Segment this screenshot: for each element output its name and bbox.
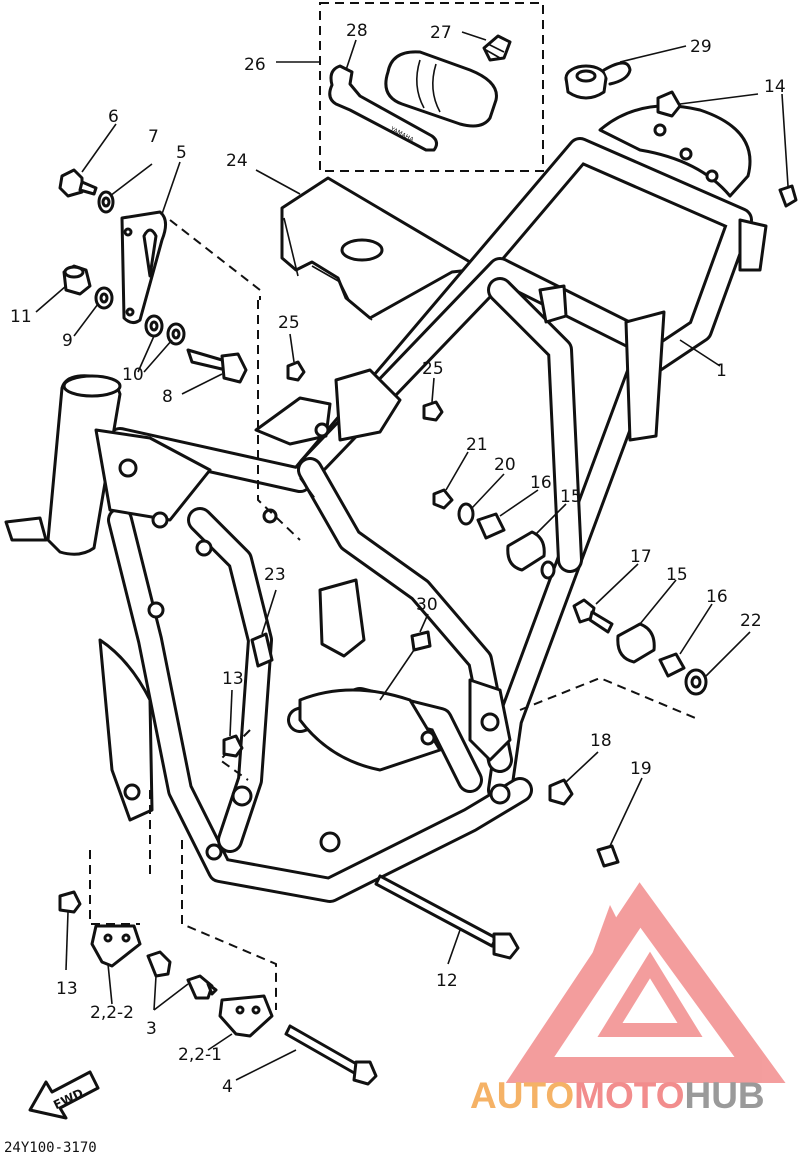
callout-25-a: 25	[278, 313, 300, 333]
watermark-moto: MOTO	[574, 1075, 684, 1116]
callout-5: 5	[176, 143, 187, 163]
svg-text:AUTOMOTOHUB: AUTOMOTOHUB	[470, 1075, 765, 1116]
callout-22: 22	[740, 611, 762, 631]
callout-15-b: 15	[666, 565, 688, 585]
callout-9: 9	[62, 331, 73, 351]
nut-14-b	[778, 184, 798, 208]
callout-24: 24	[226, 151, 248, 171]
clip-30	[410, 630, 432, 652]
callout-11: 11	[10, 307, 32, 327]
callout-16-b: 16	[706, 587, 728, 607]
cap-19	[596, 844, 620, 868]
callout-13-a: 13	[222, 669, 244, 689]
callout-29: 29	[690, 37, 712, 57]
callout-15-a: 15	[560, 487, 582, 507]
bolt-3	[186, 974, 218, 1000]
bolt-8	[186, 348, 248, 384]
bushing-15-a	[506, 530, 556, 580]
bracket-2-2-1	[218, 994, 274, 1038]
drawing-code: 24Y100-3170	[4, 1140, 97, 1156]
leader-lines	[35, 31, 789, 1081]
callout-19: 19	[630, 759, 652, 779]
callout-28: 28	[346, 21, 368, 41]
bushing-15-b	[616, 622, 656, 664]
callout-3: 3	[146, 1019, 157, 1039]
callout-14: 14	[764, 77, 786, 97]
callout-13-b: 13	[56, 979, 78, 999]
collar-16-a	[476, 512, 506, 540]
callout-2-2-1: 2,2-1	[178, 1045, 222, 1065]
callout-18: 18	[590, 731, 612, 751]
main-frame	[4, 104, 768, 903]
callout-10: 10	[122, 365, 144, 385]
callout-17: 17	[630, 547, 652, 567]
tool-kit-group-box	[319, 2, 544, 172]
callout-7: 7	[148, 127, 159, 147]
washer-9	[94, 286, 114, 310]
bolt-4	[284, 1024, 378, 1086]
bolt-2-2-2	[146, 950, 172, 978]
callout-30: 30	[416, 595, 438, 615]
bolt-27	[482, 34, 512, 62]
collar-23	[250, 632, 274, 668]
callout-26: 26	[244, 55, 266, 75]
nut-25-a	[286, 360, 306, 382]
collar-16-b	[658, 652, 686, 678]
nut-25-b	[422, 400, 444, 422]
callout-16-a: 16	[530, 473, 552, 493]
nut-11	[62, 264, 92, 296]
callout-4: 4	[222, 1077, 233, 1097]
nut-13-a	[222, 734, 244, 758]
callout-12: 12	[436, 971, 458, 991]
callout-25-b: 25	[422, 359, 444, 379]
nut-18	[548, 778, 574, 806]
washer-22	[684, 668, 708, 696]
callout-2-2-2: 2,2-2	[90, 1003, 134, 1023]
bracket-5	[120, 210, 167, 325]
callout-21: 21	[466, 435, 488, 455]
watermark-logo	[505, 882, 786, 1083]
nut-14-a	[656, 90, 682, 118]
callout-1: 1	[716, 361, 727, 381]
clamp-29	[564, 61, 632, 100]
callouts: 1 26 28 27 29 14 24 6 7 5 11 9 10 8 25 2…	[10, 21, 786, 1097]
washer-7	[97, 190, 115, 214]
callout-8: 8	[162, 387, 173, 407]
plate-24	[280, 176, 472, 321]
watermark-auto: AUTO	[470, 1075, 574, 1116]
bolt-17	[572, 598, 614, 634]
nut-13-b	[58, 890, 82, 914]
callout-27: 27	[430, 23, 452, 43]
fwd-arrow-icon: FWD	[28, 1070, 100, 1120]
watermark-hub: HUB	[684, 1075, 764, 1116]
callout-20: 20	[494, 455, 516, 475]
washers-10	[144, 314, 186, 346]
watermark-text: AUTOMOTOHUB	[470, 1075, 765, 1116]
bracket-2-2-2	[90, 924, 142, 968]
callout-6: 6	[108, 107, 119, 127]
bolt-12	[374, 874, 520, 960]
collar-20	[457, 502, 475, 526]
bolt-21	[432, 488, 454, 510]
bolt-6	[58, 168, 98, 198]
tool-bag	[384, 50, 498, 128]
callout-23: 23	[264, 565, 286, 585]
